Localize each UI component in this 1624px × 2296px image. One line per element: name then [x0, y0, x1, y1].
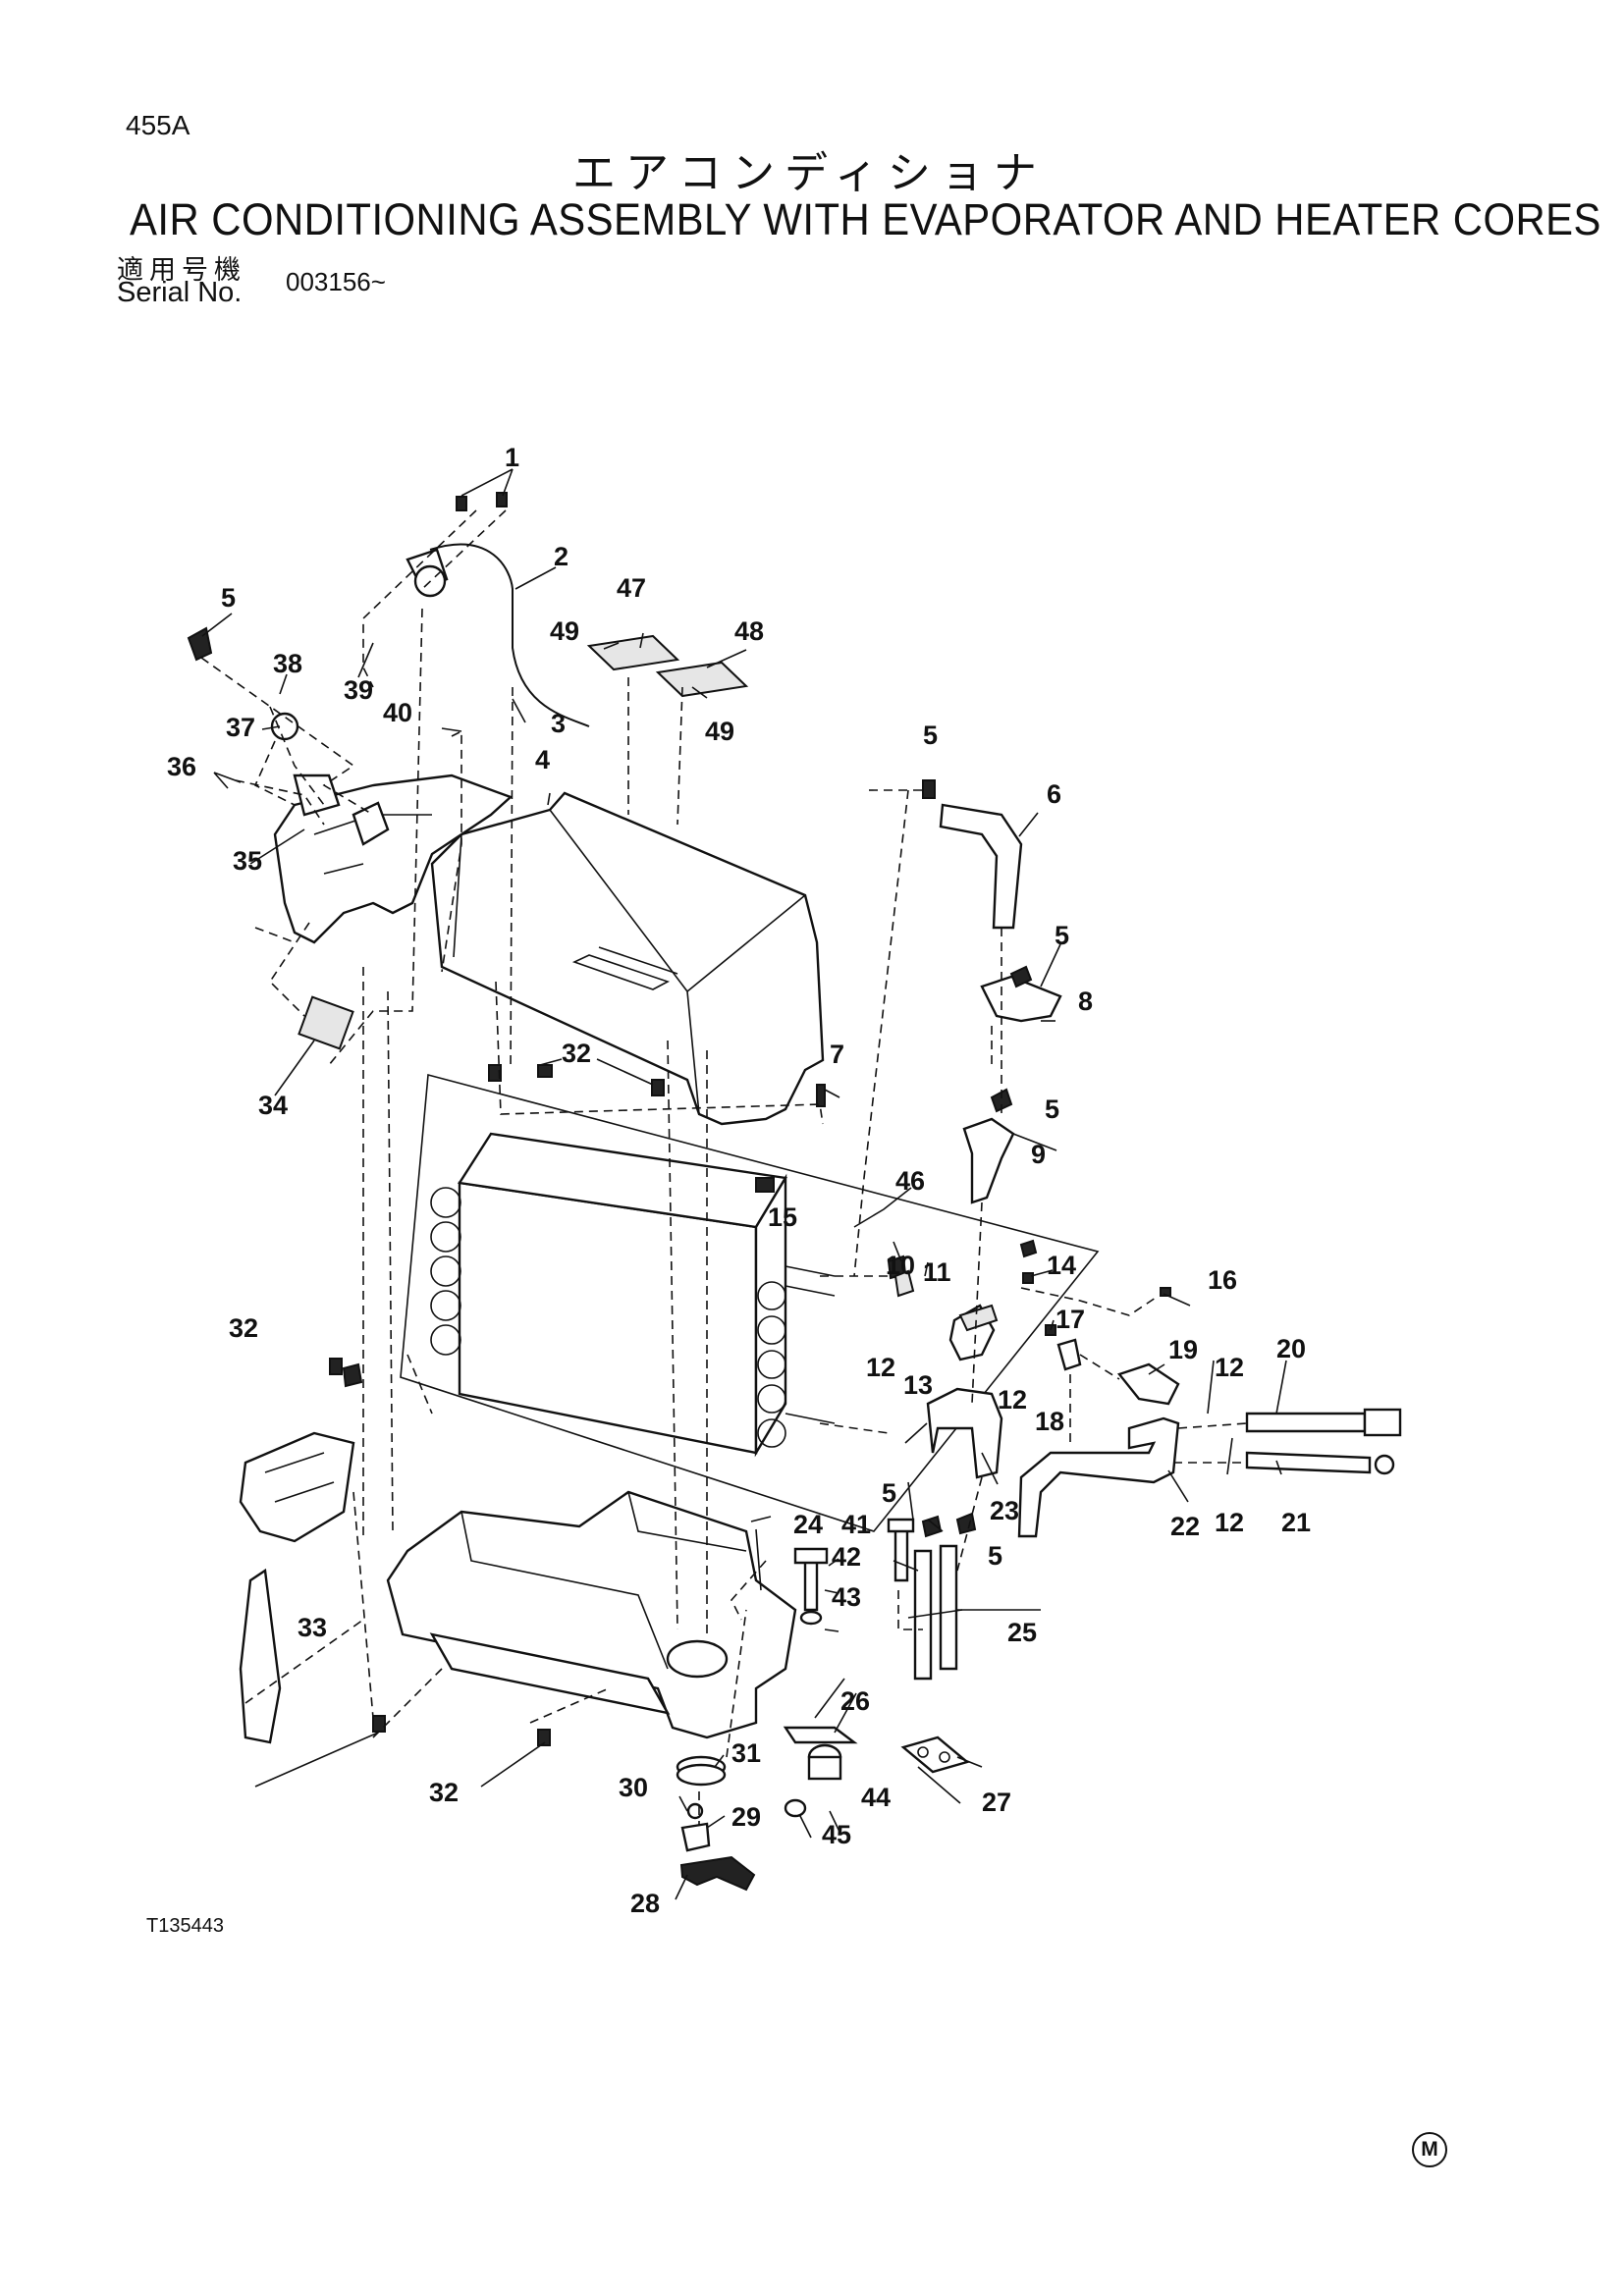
callout-44: 44: [861, 1783, 891, 1812]
callout-32c: 32: [429, 1778, 459, 1807]
callout-17: 17: [1056, 1305, 1085, 1334]
callout-28: 28: [630, 1889, 660, 1918]
evaporator-core-part: [430, 1132, 836, 1458]
callout-1: 1: [505, 443, 519, 472]
callout-12a: 12: [866, 1353, 895, 1382]
callout-24: 24: [793, 1510, 823, 1539]
callout-38: 38: [273, 649, 302, 678]
hoses-and-fittings: [907, 803, 1402, 1681]
callout-49a: 49: [550, 616, 579, 646]
serial-number-value: 003156~: [286, 267, 386, 296]
callout-26: 26: [840, 1686, 870, 1716]
callout-16: 16: [1208, 1265, 1237, 1295]
callout-34: 34: [258, 1091, 288, 1120]
callout-5e: 5: [882, 1478, 896, 1508]
callout-13: 13: [903, 1370, 933, 1400]
callout-5d: 5: [1045, 1095, 1059, 1124]
m-mark: M: [1412, 2132, 1447, 2167]
callout-21: 21: [1281, 1508, 1311, 1537]
callout-12b: 12: [998, 1385, 1027, 1415]
callout-40: 40: [383, 698, 412, 727]
callout-12d: 12: [1215, 1508, 1244, 1537]
serial-label-japanese: 適用号機: [117, 255, 246, 286]
callout-32a: 32: [562, 1039, 591, 1068]
small-parts: [187, 492, 1171, 1892]
callout-3: 3: [551, 709, 566, 738]
callout-41: 41: [841, 1510, 871, 1539]
callout-33: 33: [298, 1613, 327, 1642]
callout-4: 4: [535, 745, 550, 774]
callout-29: 29: [731, 1802, 761, 1832]
callout-5c: 5: [1055, 921, 1069, 950]
callout-numbers: 1 2 3 4 5 5 5 5 5 5 6 7 8 9 10 11 12 12 …: [167, 443, 1311, 1918]
page-number: 455A: [126, 110, 190, 140]
evaporator-panel-part: [400, 1073, 1100, 1532]
callout-18: 18: [1035, 1407, 1064, 1436]
callout-22: 22: [1170, 1512, 1200, 1541]
callout-14: 14: [1047, 1251, 1076, 1280]
callout-37: 37: [226, 713, 255, 742]
callout-43: 43: [832, 1582, 861, 1612]
serial-label-english: Serial No.: [117, 277, 243, 308]
callout-46: 46: [895, 1166, 925, 1196]
callout-42: 42: [832, 1542, 861, 1572]
callout-2: 2: [554, 542, 568, 571]
callout-30: 30: [619, 1773, 648, 1802]
callout-11: 11: [923, 1257, 951, 1287]
callout-9: 9: [1031, 1140, 1046, 1169]
callout-36: 36: [167, 752, 196, 781]
callout-8: 8: [1078, 987, 1093, 1016]
callout-20: 20: [1276, 1334, 1306, 1363]
callout-10: 10: [886, 1251, 915, 1280]
callout-39: 39: [344, 675, 373, 705]
lower-housing-part: [239, 1431, 797, 1744]
callout-31: 31: [731, 1738, 761, 1768]
title-english: AIR CONDITIONING ASSEMBLY WITH EVAPORATO…: [130, 194, 1601, 244]
figure-code: T135443: [146, 1915, 224, 1937]
callout-12c: 12: [1215, 1353, 1244, 1382]
callout-19: 19: [1168, 1335, 1198, 1364]
assembly-guide-lines: [200, 509, 1248, 1826]
title-japanese: エアコンディショナ: [572, 148, 1047, 198]
callout-23: 23: [990, 1496, 1019, 1525]
callout-25: 25: [1007, 1618, 1037, 1647]
callout-5b: 5: [923, 721, 938, 750]
callout-5f: 5: [988, 1541, 1002, 1571]
callout-15: 15: [768, 1202, 797, 1232]
callout-45: 45: [822, 1820, 851, 1849]
callout-27: 27: [982, 1788, 1011, 1817]
callout-48: 48: [734, 616, 764, 646]
callout-leader-lines: [201, 468, 1287, 1900]
callout-7: 7: [830, 1040, 844, 1069]
callout-6: 6: [1047, 779, 1061, 809]
callout-47: 47: [617, 573, 646, 603]
callout-32b: 32: [229, 1313, 258, 1343]
callout-35: 35: [233, 846, 262, 876]
callout-5a: 5: [221, 583, 236, 613]
callout-49b: 49: [705, 717, 734, 746]
upper-housing-part: [273, 774, 825, 1126]
